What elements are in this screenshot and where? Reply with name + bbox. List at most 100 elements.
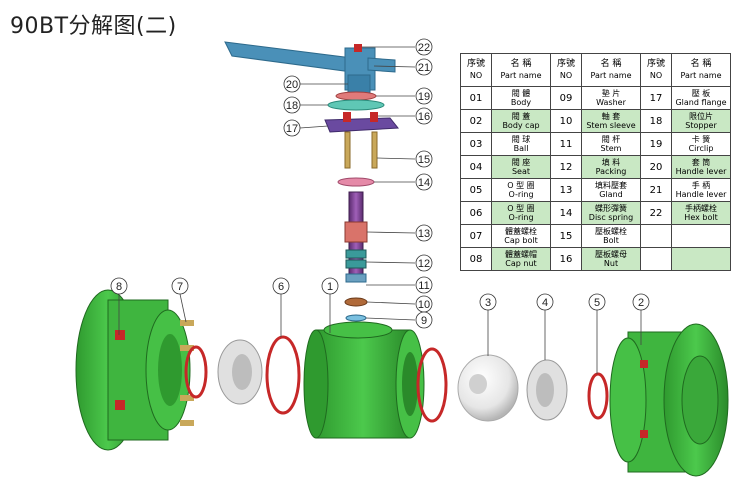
callout-circle	[415, 87, 433, 105]
legend-part-no	[640, 224, 672, 248]
legend-part-no: 22	[640, 201, 672, 225]
legend-part-no: 04	[460, 155, 492, 179]
circlip	[335, 91, 377, 101]
page-title: 90BT分解图(二)	[10, 14, 177, 39]
o-ring-right-small	[587, 372, 609, 420]
legend-part-no: 10	[550, 109, 582, 133]
callout-3: 3	[485, 297, 491, 309]
valve-body	[303, 321, 425, 439]
callout-21: 21	[418, 62, 430, 74]
callout-18: 18	[286, 100, 298, 112]
handle-sleeve	[347, 74, 371, 94]
callout-22: 22	[418, 42, 430, 54]
callout-5: 5	[594, 297, 600, 309]
legend-part-no: 19	[640, 132, 672, 156]
callout-circle	[415, 107, 433, 125]
stem-sleeve	[344, 297, 368, 307]
callout-circle	[415, 224, 433, 242]
legend-part-no: 17	[640, 86, 672, 110]
legend-part-no: 21	[640, 178, 672, 202]
legend-part-no: 06	[460, 201, 492, 225]
o-ring-left-small	[184, 345, 208, 399]
callout-13: 13	[418, 228, 430, 240]
legend-part-no: 15	[550, 224, 582, 248]
callout-circle	[283, 96, 301, 114]
body-cap-left	[75, 289, 194, 451]
legend-part-no: 11	[550, 132, 582, 156]
legend-part-no: 09	[550, 86, 582, 110]
callout-circle	[415, 150, 433, 168]
callout-circle	[415, 173, 433, 191]
callout-labels	[110, 38, 650, 329]
legend-part-no: 01	[460, 86, 492, 110]
callout-19: 19	[418, 91, 430, 103]
callout-10: 10	[418, 299, 430, 311]
callout-1: 1	[327, 281, 333, 293]
ball	[457, 354, 519, 422]
callout-7: 7	[177, 281, 183, 293]
seat-left-bore	[232, 354, 252, 390]
legend-part-no: 05	[460, 178, 492, 202]
callout-circle	[536, 293, 554, 311]
callout-2: 2	[638, 297, 644, 309]
legend-part-no: 07	[460, 224, 492, 248]
callout-circle	[283, 75, 301, 93]
callout-circle	[415, 38, 433, 56]
callout-circle	[588, 293, 606, 311]
callout-circle	[479, 293, 497, 311]
handle-lever	[224, 41, 396, 91]
callout-circle	[171, 277, 189, 295]
o-ring-right-large	[416, 347, 448, 423]
callout-11: 11	[418, 280, 429, 292]
body-cap-right	[609, 323, 729, 477]
callout-circle	[272, 277, 290, 295]
callout-17: 17	[286, 123, 298, 135]
callout-20: 20	[286, 79, 298, 91]
legend-part-no: 13	[550, 178, 582, 202]
callout-numbers: 22 21 20 19 18 16 17 15 14 13 12 11 10 9…	[116, 42, 644, 327]
callout-circle	[415, 58, 433, 76]
callout-circle	[632, 293, 650, 311]
gland-bolts	[344, 131, 378, 169]
callout-circle	[321, 277, 339, 295]
legend-part-no: 20	[640, 155, 672, 179]
callout-12: 12	[418, 258, 430, 270]
callout-16: 16	[418, 111, 430, 123]
stem	[344, 191, 368, 283]
callout-8: 8	[116, 281, 122, 293]
washer	[345, 314, 367, 322]
legend-part-no: 03	[460, 132, 492, 156]
callout-circle	[283, 119, 301, 137]
legend-part-no: 02	[460, 109, 492, 133]
